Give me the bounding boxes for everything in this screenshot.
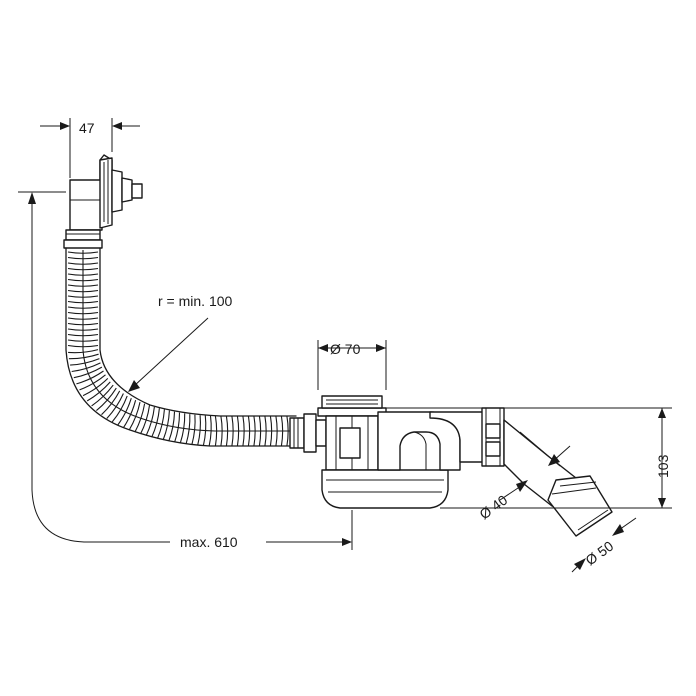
bend-radius-label: r = min. 100 (158, 293, 233, 309)
hose-ripple (179, 413, 186, 444)
hose-ripple (71, 362, 101, 373)
hose-ripple (156, 409, 165, 439)
hose-ripple (111, 395, 128, 423)
hose-ripple (269, 415, 273, 447)
hose-ripple (67, 333, 99, 337)
drain-diameter-label: Ø 70 (330, 341, 361, 357)
hose-ripple (67, 311, 99, 315)
hose-ripple (76, 370, 104, 385)
hose-ripple (280, 415, 284, 447)
outlet-elbow (429, 407, 613, 537)
hose-ripple (185, 414, 191, 445)
trap-body (317, 395, 461, 509)
hose-ripple (208, 415, 212, 446)
width-overflow-label: 47 (79, 120, 95, 136)
hose-ripple (162, 410, 170, 441)
hose-ripple (82, 378, 109, 397)
hose-ripple (253, 415, 256, 447)
hose-ripple (214, 415, 218, 447)
hose-ripple (258, 415, 262, 447)
hose-ripple (286, 415, 289, 447)
hose-ripple (96, 387, 117, 412)
hose-ripple (168, 411, 176, 442)
hose-ripple (231, 415, 234, 447)
hose-ripple (134, 403, 146, 433)
hose-ripple (236, 415, 240, 447)
hose-ripple (67, 273, 99, 276)
hose-ripple (67, 306, 99, 309)
hose-ripple (67, 267, 99, 271)
dimension-height-103: 103 (384, 407, 672, 509)
hose-ripple (67, 284, 99, 287)
hose-ripple (145, 406, 155, 436)
hose-ripple (264, 415, 267, 447)
dimension-bend-radius: r = min. 100 (128, 293, 233, 392)
dimension-drain-diameter: Ø 70 (317, 340, 387, 390)
hose-ripple (67, 322, 99, 326)
hose-ripple (67, 300, 99, 304)
hose-ripple (67, 328, 99, 331)
hose-ripple (73, 366, 103, 379)
hose-ripple (140, 405, 151, 435)
hose-ripple (68, 349, 99, 354)
hose-ripple (106, 393, 124, 419)
hose-ripple (242, 415, 245, 447)
hose-ripple (151, 408, 160, 438)
hose-ripple (67, 344, 99, 348)
hose-ripple (67, 262, 99, 265)
hose-ripple (275, 415, 278, 447)
hose-ripple (67, 317, 99, 320)
outlet-diameter-outer-label: Ø 50 (582, 538, 616, 569)
hose-ripple (79, 374, 106, 391)
hose-ripple (174, 412, 181, 443)
flexible-hose (65, 247, 297, 447)
hose-ripple (123, 400, 137, 428)
hose-ripple (101, 390, 121, 416)
dimension-47: 47 (40, 118, 140, 178)
hose-ripple (191, 414, 196, 445)
hose-ripple (67, 251, 99, 254)
hose-ripple (67, 289, 99, 293)
hose-ripple (70, 358, 100, 366)
hose-corrugations (67, 251, 289, 447)
hose-ripple (68, 353, 99, 360)
hose-ripple (202, 415, 207, 446)
dimension-max-610: max. 610 (18, 191, 353, 550)
hose-ripple (67, 295, 99, 298)
hose-ripple (128, 401, 141, 431)
hose-ripple (197, 415, 201, 446)
hose-ripple (67, 256, 99, 260)
max-length-label: max. 610 (180, 534, 238, 550)
hose-ripple (220, 415, 223, 447)
hose-connector (289, 413, 327, 453)
hose-ripple (86, 381, 111, 402)
hose-ripple (67, 278, 99, 282)
height-label: 103 (655, 454, 671, 478)
hose-ripple (67, 339, 99, 342)
hose-ripple (117, 398, 132, 426)
hose-ripple (247, 415, 251, 447)
hose-ripple (225, 415, 229, 447)
hose-ripple (91, 384, 114, 407)
overflow-head (63, 154, 143, 249)
